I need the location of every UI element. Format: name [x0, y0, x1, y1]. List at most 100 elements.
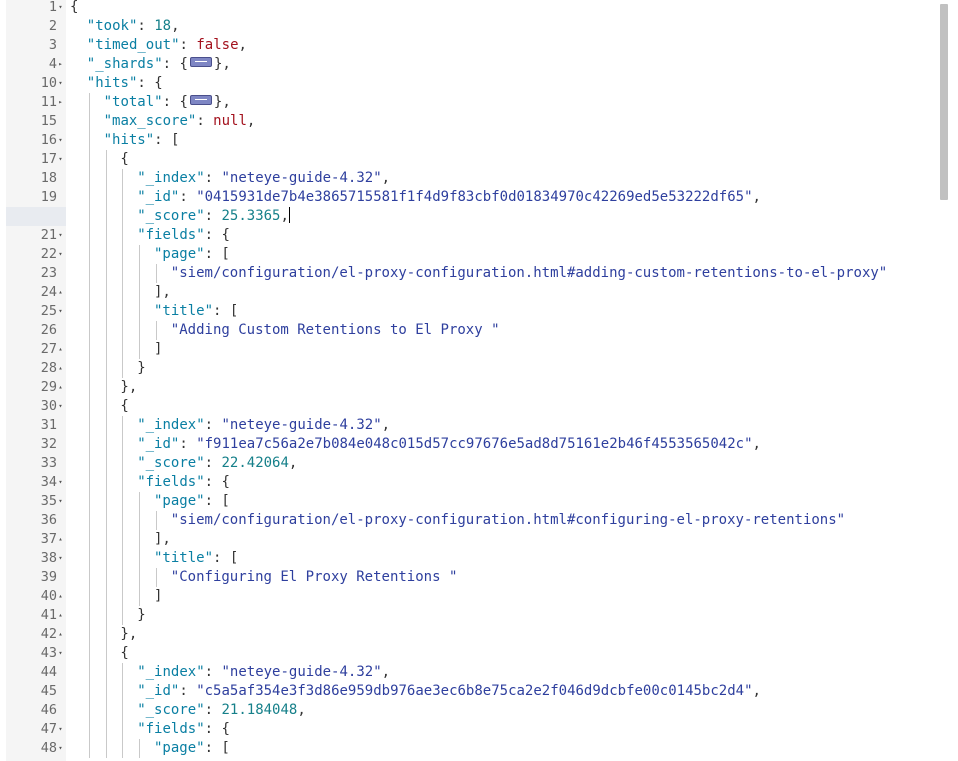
- triangle-down-icon[interactable]: ▾: [58, 136, 63, 144]
- code-line[interactable]: ],: [154, 283, 958, 302]
- triangle-down-icon[interactable]: ▾: [58, 155, 63, 163]
- code-line[interactable]: },: [120, 378, 958, 397]
- code-line[interactable]: "Configuring El Proxy Retentions ": [171, 568, 958, 587]
- code-line[interactable]: "siem/configuration/el-proxy-configurati…: [171, 511, 958, 530]
- code-token-p: ,: [238, 37, 247, 53]
- code-token-p: : [: [204, 740, 230, 756]
- code-token-str: "c5a5af354e3f3d86e959db976ae3ec6b8e75ca2…: [196, 683, 753, 699]
- code-line[interactable]: {: [120, 644, 958, 663]
- triangle-down-icon[interactable]: ▾: [58, 250, 63, 258]
- triangle-down-icon[interactable]: ▾: [58, 231, 63, 239]
- triangle-down-icon[interactable]: ▾: [58, 402, 63, 410]
- code-line[interactable]: "siem/configuration/el-proxy-configurati…: [171, 264, 958, 283]
- code-line[interactable]: "timed_out": false,: [87, 36, 956, 55]
- triangle-down-icon[interactable]: ▾: [58, 649, 63, 657]
- code-area[interactable]: {"took": 18,"timed_out": false,"_shards"…: [66, 0, 935, 761]
- code-line[interactable]: "max_score": null,: [104, 112, 958, 131]
- code-line[interactable]: "_score": 25.3365,: [137, 207, 958, 226]
- code-token-key: "hits": [103, 132, 155, 148]
- triangle-up-icon[interactable]: ▴: [58, 345, 63, 353]
- code-token-str: "neteye-guide-4.32": [221, 170, 382, 186]
- line-number: 3: [48, 37, 57, 53]
- triangle-down-icon[interactable]: ▾: [58, 79, 63, 87]
- triangle-up-icon[interactable]: ▴: [58, 611, 63, 619]
- vertical-scrollbar[interactable]: [935, 0, 958, 761]
- triangle-down-icon[interactable]: ▾: [58, 744, 63, 752]
- code-line[interactable]: "page": [: [154, 245, 958, 264]
- code-token-key: "_id": [137, 189, 180, 205]
- line-number-row: 30▾: [6, 397, 66, 416]
- code-line[interactable]: "title": [: [154, 549, 958, 568]
- code-line[interactable]: "hits": {: [87, 74, 956, 93]
- triangle-right-icon[interactable]: ▸: [58, 60, 63, 68]
- code-line[interactable]: "_index": "neteye-guide-4.32",: [137, 416, 958, 435]
- triangle-down-icon[interactable]: ▾: [58, 497, 63, 505]
- code-line[interactable]: "fields": {: [137, 473, 958, 492]
- code-line[interactable]: },: [120, 625, 958, 644]
- code-line[interactable]: {: [70, 0, 939, 17]
- line-number: 48: [40, 740, 57, 756]
- code-line[interactable]: }: [137, 606, 958, 625]
- line-number-gutter: 1▾234▸10▾11▸1516▾17▾18192021▾22▾2324▴25▾…: [6, 0, 66, 761]
- triangle-up-icon[interactable]: ▴: [58, 364, 63, 372]
- triangle-up-icon[interactable]: ▴: [58, 630, 63, 638]
- text-cursor: [288, 207, 290, 223]
- code-token-key: "fields": [137, 721, 205, 737]
- code-line[interactable]: "Adding Custom Retentions to El Proxy ": [171, 321, 958, 340]
- line-number: 33: [40, 455, 57, 471]
- code-line[interactable]: "total": {},: [104, 93, 958, 112]
- code-line[interactable]: "_score": 21.184048,: [137, 701, 958, 720]
- code-line[interactable]: ]: [154, 587, 958, 606]
- line-number: 36: [40, 512, 57, 528]
- code-token-key: "_id": [137, 436, 180, 452]
- triangle-up-icon[interactable]: ▴: [58, 535, 63, 543]
- collapsed-region-icon[interactable]: [189, 57, 212, 67]
- code-line[interactable]: "_id": "0415931de7b4e3865715581f1f4d9f83…: [137, 188, 958, 207]
- triangle-up-icon[interactable]: ▴: [58, 592, 63, 600]
- code-line[interactable]: "took": 18,: [87, 17, 956, 36]
- triangle-down-icon[interactable]: ▾: [58, 3, 63, 11]
- code-line[interactable]: "fields": {: [137, 720, 958, 739]
- line-number-row: 46: [6, 701, 66, 720]
- code-line[interactable]: "page": [: [154, 739, 958, 758]
- code-line[interactable]: ],: [154, 530, 958, 549]
- code-token-str: "Adding Custom Retentions to El Proxy ": [170, 322, 500, 338]
- code-token-key: "_index": [137, 664, 205, 680]
- collapsed-region-icon[interactable]: [189, 95, 212, 105]
- code-line[interactable]: {: [120, 150, 958, 169]
- indent-guide: [156, 511, 157, 530]
- triangle-down-icon[interactable]: ▾: [58, 554, 63, 562]
- line-number-row: 34▾: [6, 473, 66, 492]
- line-number-row: 26: [6, 321, 66, 340]
- code-line[interactable]: "_shards": {},: [87, 55, 956, 74]
- code-line[interactable]: }: [137, 359, 958, 378]
- code-line[interactable]: "_id": "c5a5af354e3f3d86e959db976ae3ec6b…: [137, 682, 958, 701]
- triangle-down-icon[interactable]: ▾: [58, 725, 63, 733]
- scrollbar-thumb[interactable]: [940, 4, 948, 200]
- code-line[interactable]: "_index": "neteye-guide-4.32",: [137, 663, 958, 682]
- code-line[interactable]: "_id": "f911ea7c56a2e7b084e048c015d57cc9…: [137, 435, 958, 454]
- code-line[interactable]: ]: [154, 340, 958, 359]
- triangle-up-icon[interactable]: ▴: [58, 288, 63, 296]
- code-token-p: : {: [204, 721, 230, 737]
- triangle-up-icon[interactable]: ▴: [58, 383, 63, 391]
- triangle-right-icon[interactable]: ▸: [58, 98, 63, 106]
- line-number: 25: [40, 303, 57, 319]
- code-token-p: :: [204, 417, 222, 433]
- triangle-down-icon[interactable]: ▾: [58, 307, 63, 315]
- code-line[interactable]: "hits": [: [104, 131, 958, 150]
- line-number-row: 44: [6, 663, 66, 682]
- code-token-p: :: [179, 37, 197, 53]
- code-line[interactable]: "_score": 22.42064,: [137, 454, 958, 473]
- code-line[interactable]: "_index": "neteye-guide-4.32",: [137, 169, 958, 188]
- code-token-key: "timed_out": [86, 37, 180, 53]
- line-number: 41: [40, 607, 57, 623]
- code-line[interactable]: "page": [: [154, 492, 958, 511]
- code-token-p: {: [120, 151, 129, 167]
- line-number: 43: [40, 645, 57, 661]
- code-line[interactable]: {: [120, 397, 958, 416]
- code-line[interactable]: "title": [: [154, 302, 958, 321]
- code-line[interactable]: "fields": {: [137, 226, 958, 245]
- triangle-down-icon[interactable]: ▾: [58, 478, 63, 486]
